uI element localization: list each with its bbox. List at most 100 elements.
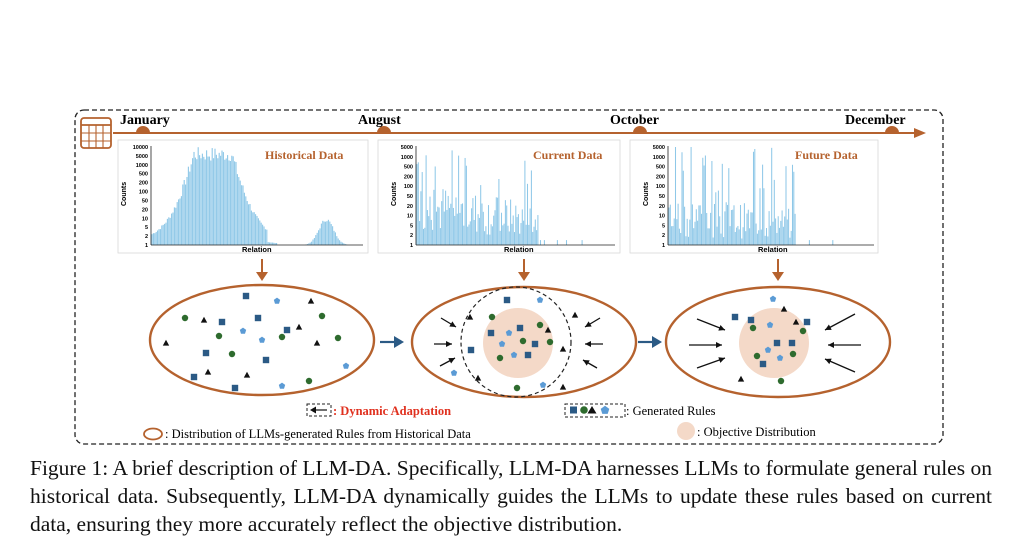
- ytick-label: 1000: [653, 155, 665, 161]
- chart-title: Current Data: [533, 148, 602, 162]
- triangle-marker: [544, 326, 552, 333]
- legend-dynamic-adaptation: : Dynamic Adaptation: [306, 403, 451, 418]
- right-arrow-icon: [380, 336, 404, 348]
- month-january: January: [120, 113, 170, 128]
- ytick-label: 5000: [136, 154, 148, 160]
- square-marker: [788, 339, 796, 347]
- ytick-label: 10000: [133, 145, 148, 151]
- square-marker: [524, 351, 532, 359]
- rule-markers: [162, 292, 350, 392]
- chart-xlabel: Relation: [242, 245, 272, 254]
- adaptation-arrows: [689, 313, 861, 373]
- circle-marker: [777, 377, 785, 385]
- circle-marker: [305, 377, 313, 385]
- arrow-head: [448, 358, 455, 364]
- chart-title: Historical Data: [265, 148, 343, 162]
- ytick-label: 2: [145, 234, 148, 240]
- chart-xlabel: Relation: [758, 245, 788, 254]
- circle-marker: [536, 321, 544, 329]
- ytick-label: 200: [139, 181, 148, 187]
- square-marker: [283, 326, 291, 334]
- square-marker: [467, 346, 475, 354]
- triangle-marker: [204, 368, 212, 375]
- ytick-label: 50: [407, 194, 413, 200]
- month-august: August: [358, 113, 401, 128]
- triangle-marker: [307, 297, 315, 304]
- square-marker: [759, 360, 767, 368]
- circle-marker: [228, 350, 236, 358]
- ytick-label: 200: [404, 174, 413, 180]
- square-marker: [503, 296, 511, 304]
- ytick-label: 100: [139, 190, 148, 196]
- triangle-marker: [737, 375, 745, 382]
- arrow-head: [449, 321, 456, 327]
- ytick-label: 100: [404, 184, 413, 190]
- legend-dynamic-adaptation-label: : Dynamic Adaptation: [333, 404, 451, 418]
- ytick-label: 10: [142, 216, 148, 222]
- triangle-marker: [295, 323, 303, 330]
- triangle-marker: [780, 305, 788, 312]
- ytick-label: 1: [662, 243, 665, 249]
- chart-xlabel: Relation: [504, 245, 534, 254]
- legend-distribution-label: : Distribution of LLMs-generated Rules f…: [165, 427, 471, 441]
- pentagon-marker: [769, 295, 777, 302]
- arrow-head: [718, 325, 725, 331]
- triangle-marker: [162, 339, 170, 346]
- pentagon-marker: [776, 354, 784, 361]
- ytick-label: 500: [656, 165, 665, 171]
- rule-distribution-ellipse: [148, 283, 376, 397]
- pentagon-marker: [278, 382, 286, 389]
- ytick-label: 1000: [401, 155, 413, 161]
- ytick-label: 20: [407, 204, 413, 210]
- circle-marker: [318, 312, 326, 320]
- legend-distribution: : Distribution of LLMs-generated Rules f…: [143, 427, 471, 441]
- pentagon-marker: [536, 296, 544, 303]
- calendar-icon: [80, 117, 112, 149]
- triangle-marker: [792, 318, 800, 325]
- figure-1: January August October December 12510205…: [74, 109, 944, 445]
- triangle-marker: [559, 345, 567, 352]
- timeline-dot-january: [136, 126, 150, 133]
- timeline-dot-december: [885, 126, 899, 133]
- ytick-label: 5000: [401, 145, 413, 151]
- square-marker: [747, 316, 755, 324]
- pentagon-marker: [764, 346, 772, 353]
- ytick-label: 20: [142, 207, 148, 213]
- arrow-head: [583, 360, 590, 366]
- down-arrow-icon: [772, 259, 784, 281]
- square-marker: [231, 384, 239, 392]
- pentagon-marker: [498, 340, 506, 347]
- down-arrows: [256, 259, 784, 281]
- circle-marker: [334, 334, 342, 342]
- timeline-dot-august: [377, 126, 391, 133]
- circle-marker: [496, 354, 504, 362]
- ytick-label: 10: [407, 214, 413, 220]
- circle-marker: [513, 384, 521, 392]
- square-marker: [218, 318, 226, 326]
- square-marker: [731, 313, 739, 321]
- pentagon-marker: [239, 327, 247, 334]
- ytick-label: 200: [656, 174, 665, 180]
- chart-title: Future Data: [795, 148, 858, 162]
- ytick-label: 5: [410, 223, 413, 229]
- figure-frame: [74, 109, 944, 445]
- ytick-label: 2: [662, 233, 665, 239]
- ytick-label: 50: [659, 194, 665, 200]
- square-marker: [773, 339, 781, 347]
- arrow-head: [825, 358, 832, 365]
- legend-generated-rules-label: : Generated Rules: [626, 404, 716, 418]
- ytick-label: 500: [404, 165, 413, 171]
- month-october: October: [610, 113, 659, 128]
- square-marker: [202, 349, 210, 357]
- arrow-head: [585, 341, 591, 347]
- rule-distribution-ellipse: [664, 285, 892, 399]
- rule-markers: [731, 295, 811, 385]
- pentagon-marker: [539, 381, 547, 388]
- triangle-marker: [474, 374, 482, 381]
- ytick-label: 5: [145, 225, 148, 231]
- ytick-label: 1000: [136, 163, 148, 169]
